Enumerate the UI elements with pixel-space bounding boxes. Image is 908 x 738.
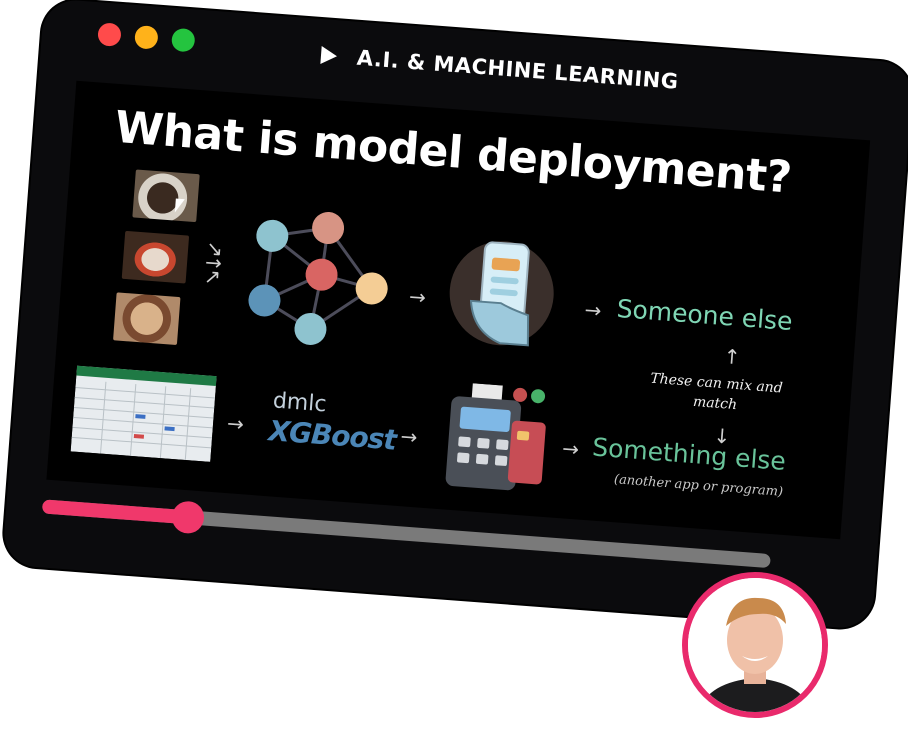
arrow-up: ↑ — [722, 344, 742, 370]
food-image-sushi — [121, 230, 190, 284]
instructor-avatar — [682, 572, 828, 718]
maximize-window-button[interactable] — [170, 27, 196, 53]
window-title: A.I. & MACHINE LEARNING — [356, 45, 680, 94]
video-slide[interactable]: What is model deployment? ↘→↗ → — [46, 80, 871, 540]
video-player-window: A.I. & MACHINE LEARNING What is model de… — [1, 0, 908, 630]
mix-match-note-line1: These can mix and — [649, 370, 784, 397]
output-something-else: Something else — [591, 432, 787, 476]
phone-hand-icon — [449, 241, 554, 347]
arrow-to-terminal: → — [399, 424, 419, 450]
output-someone-else: Someone else — [615, 293, 794, 337]
play-icon[interactable] — [320, 46, 338, 66]
window-titlebar: A.I. & MACHINE LEARNING — [320, 43, 679, 94]
arrow-to-someone: → — [583, 297, 603, 323]
xgboost-label: XGBoost — [267, 414, 398, 457]
food-image-steak — [132, 169, 200, 223]
minimize-window-button[interactable] — [134, 25, 159, 50]
input-arrows: ↘→↗ — [203, 235, 224, 290]
neural-network-icon — [248, 212, 388, 345]
mix-match-note-line2: match — [692, 393, 738, 414]
output-something-else-sub: (another app or program) — [613, 472, 784, 500]
food-image-pizza — [113, 292, 181, 346]
video-progress-fill — [41, 499, 189, 525]
spreadsheet-icon — [70, 365, 217, 462]
dmlc-label: dmlc — [272, 388, 328, 418]
arrow-to-xgboost: → — [226, 411, 245, 437]
mix-match-note: These can mix and match — [630, 367, 803, 420]
payment-terminal-icon — [445, 383, 546, 491]
instructor-photo — [688, 578, 822, 712]
close-window-button[interactable] — [97, 22, 122, 47]
slide-heading: What is model deployment? — [113, 101, 794, 204]
cursor-icon — [174, 198, 185, 214]
video-scrubber-handle[interactable] — [170, 500, 206, 535]
arrow-to-something: → — [561, 436, 580, 462]
arrow-to-phone: → — [408, 284, 427, 310]
window-controls — [97, 22, 196, 53]
